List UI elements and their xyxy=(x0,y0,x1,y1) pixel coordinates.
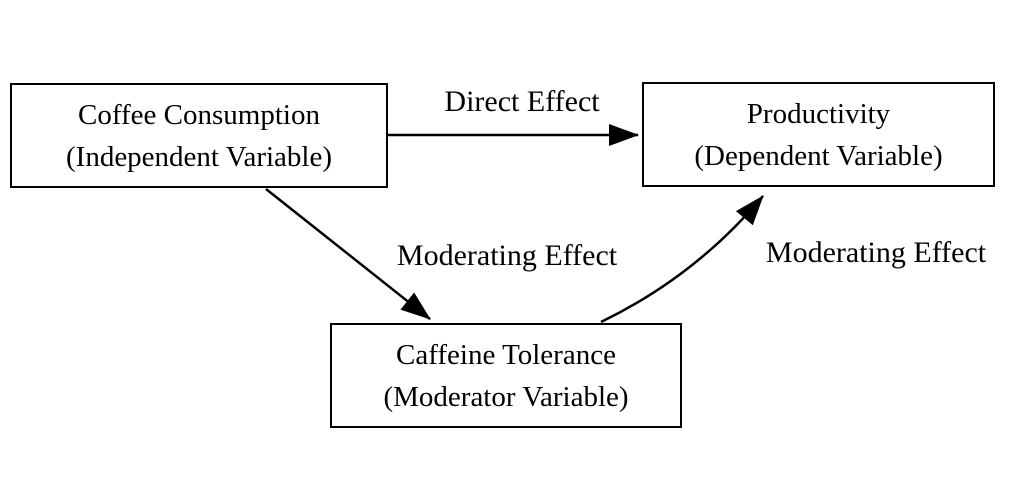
node-subtitle: (Independent Variable) xyxy=(66,140,332,173)
edge-label-direct-effect: Direct Effect xyxy=(444,85,600,118)
node-subtitle: (Moderator Variable) xyxy=(383,380,629,413)
edge-label-moderating-effect-right: Moderating Effect xyxy=(765,236,987,269)
node-title: Coffee Consumption xyxy=(78,98,320,131)
edge-label-moderating-effect-left: Moderating Effect xyxy=(396,239,618,272)
node-title: Productivity xyxy=(746,97,891,130)
moderating-effect-arrow-right xyxy=(600,195,764,324)
node-productivity: Productivity (Dependent Variable) xyxy=(642,82,995,187)
node-title: Caffeine Tolerance xyxy=(396,338,616,371)
node-coffee-consumption: Coffee Consumption (Independent Variable… xyxy=(10,83,388,188)
moderating-effect-arrow-left xyxy=(265,188,431,320)
node-caffeine-tolerance: Caffeine Tolerance (Moderator Variable) xyxy=(330,323,682,428)
node-subtitle: (Dependent Variable) xyxy=(694,139,943,172)
